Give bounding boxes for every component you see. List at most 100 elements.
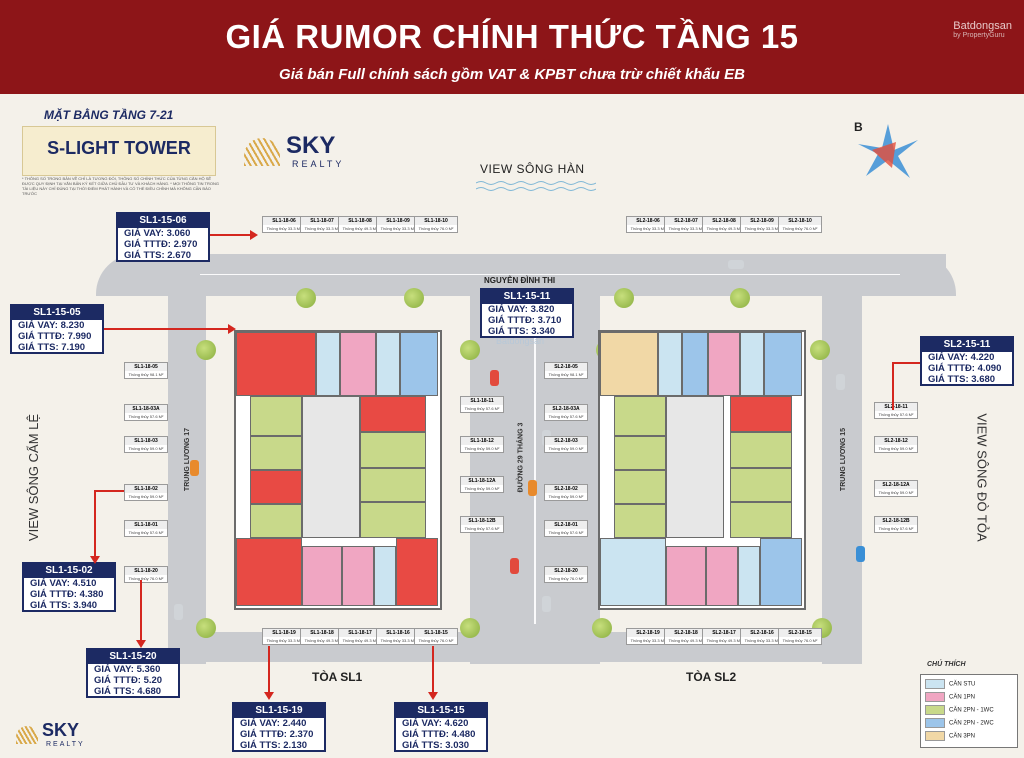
unit-sl2-12b	[730, 502, 792, 538]
unit-sl1-12	[360, 432, 426, 468]
core-sl2	[666, 396, 724, 538]
tower-sl1-floorplan	[234, 330, 442, 610]
core-sl1	[302, 396, 360, 538]
road-top-right-curve	[900, 254, 956, 296]
legend-swatch	[925, 718, 945, 728]
tree-icon	[810, 340, 830, 360]
unit-sl1-20	[236, 538, 302, 606]
floor-plan-title: MẶT BẰNG TẦNG 7-21	[44, 108, 174, 122]
unit-sl1-16	[374, 546, 396, 606]
legend-swatch	[925, 731, 945, 741]
car-icon	[510, 558, 519, 574]
unit-sl2-09	[740, 332, 764, 396]
arrow-icon	[210, 234, 250, 236]
price-box-sl1-15-15: SL1-15-15 GIÁ VAY: 4.620 GIÁ TTTĐ: 4.480…	[394, 702, 488, 752]
street-right-label: TRUNG LƯƠNG 15	[840, 427, 848, 492]
unit-sl2-05	[600, 332, 658, 396]
unit-sl2-17	[706, 546, 738, 606]
arrow-icon	[140, 580, 142, 642]
price-box-sl1-15-20: SL1-15-20 GIÁ VAY: 5.360 GIÁ TTTĐ: 5.20 …	[86, 648, 180, 698]
tower-sl2-label: TÒA SL2	[686, 670, 737, 684]
unit-sl2-15	[760, 538, 802, 606]
brand-logo-top: SKY REALTY	[244, 132, 354, 172]
unit-sl1-02	[250, 470, 302, 504]
tree-icon	[196, 340, 216, 360]
legend-item: CĂN 2PN - 1WC	[925, 705, 994, 716]
tree-icon	[592, 618, 612, 638]
unit-sl2-12	[730, 432, 792, 468]
unit-sl2-01	[614, 504, 666, 538]
watermark-subtext: by PropertyGuru	[953, 32, 1005, 39]
brand-logo-bottom: SKY REALTY	[16, 720, 106, 752]
unit-sl1-01	[250, 504, 302, 538]
legend-swatch	[925, 679, 945, 689]
unit-sl1-08	[340, 332, 376, 396]
car-icon	[528, 480, 537, 496]
view-left-label: VIEW SÔNG CẨM LỆ	[26, 413, 42, 542]
unit-sl2-06	[658, 332, 682, 396]
unit-sl2-10	[764, 332, 802, 396]
tree-icon	[460, 340, 480, 360]
unit-sl2-20	[600, 538, 666, 606]
price-box-sl1-15-05: SL1-15-05 GIÁ VAY: 8.230 GIÁ TTTĐ: 7.990…	[10, 304, 104, 354]
car-icon	[836, 374, 845, 390]
unit-sl1-10	[400, 332, 438, 396]
legend-item: CĂN 1PN	[925, 692, 975, 703]
price-box-sl1-15-11: SL1-15-11 GIÁ VAY: 3.820 GIÁ TTTĐ: 3.710…	[480, 288, 574, 338]
tower-name: S-LIGHT TOWER	[47, 138, 191, 158]
unit-sl1-18	[302, 546, 342, 606]
unit-sl1-06	[316, 332, 340, 396]
floor-plan: MẶT BẰNG TẦNG 7-21 S-LIGHT TOWER * THÔNG…	[0, 94, 1024, 758]
car-icon	[190, 460, 199, 476]
brand-name: SKY	[286, 132, 336, 159]
legend-title: CHÚ THÍCH	[927, 661, 966, 668]
unit-sl1-09	[376, 332, 400, 396]
tree-icon	[296, 288, 316, 308]
road-marking-top	[200, 274, 900, 275]
street-top-label: NGUYỄN ĐÌNH THI	[484, 276, 556, 285]
price-box-sl1-15-06: SL1-15-06 GIÁ VAY: 3.060 GIÁ TTTĐ: 2.970…	[116, 212, 210, 262]
unit-sl1-03a	[250, 396, 302, 436]
car-icon	[174, 604, 183, 620]
map-watermark: Batdongsan	[496, 336, 545, 346]
road-marking-middle	[534, 304, 536, 624]
arrow-icon	[104, 328, 228, 330]
brand-sub: REALTY	[46, 741, 85, 748]
arrow-icon	[94, 490, 124, 492]
tower-sl2-floorplan	[598, 330, 806, 610]
unit-sl1-12a	[360, 468, 426, 502]
car-icon	[728, 260, 744, 269]
car-icon	[542, 596, 551, 612]
arrow-icon	[94, 490, 96, 560]
page-title: GIÁ RUMOR CHÍNH THỨC TẦNG 15	[225, 18, 799, 55]
street-middle-label: ĐƯỜNG 29 THÁNG 3	[517, 422, 525, 493]
unit-sl2-08	[708, 332, 740, 396]
compass-letter: B	[854, 120, 863, 134]
tree-icon	[614, 288, 634, 308]
arrow-icon	[268, 646, 270, 694]
unit-sl1-05	[236, 332, 316, 396]
price-box-sl1-15-02: SL1-15-02 GIÁ VAY: 4.510 GIÁ TTTĐ: 4.380…	[22, 562, 116, 612]
header-banner: GIÁ RUMOR CHÍNH THỨC TẦNG 15 Giá bán Ful…	[0, 0, 1024, 94]
sunburst-icon	[16, 726, 38, 744]
unit-sl2-03	[614, 436, 666, 470]
